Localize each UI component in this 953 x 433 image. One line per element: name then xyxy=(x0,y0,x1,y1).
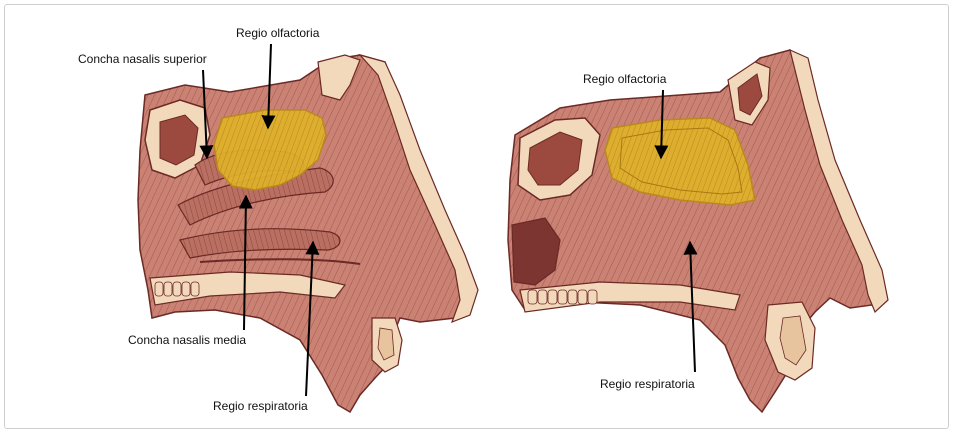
left-label-olfactory: Regio olfactoria xyxy=(236,26,320,40)
right-septum-wall xyxy=(508,50,878,412)
left-label-superior-concha: Concha nasalis superior xyxy=(78,52,207,66)
left-label-middle-concha: Concha nasalis media xyxy=(128,333,246,347)
right-label-respiratory: Regio respiratoria xyxy=(600,377,695,391)
right-label-olfactory: Regio olfactoria xyxy=(583,72,667,86)
right-nasal-section xyxy=(508,50,888,412)
left-label-respiratory: Regio respiratoria xyxy=(213,399,308,413)
right-teeth xyxy=(528,290,597,304)
left-teeth xyxy=(155,282,199,296)
